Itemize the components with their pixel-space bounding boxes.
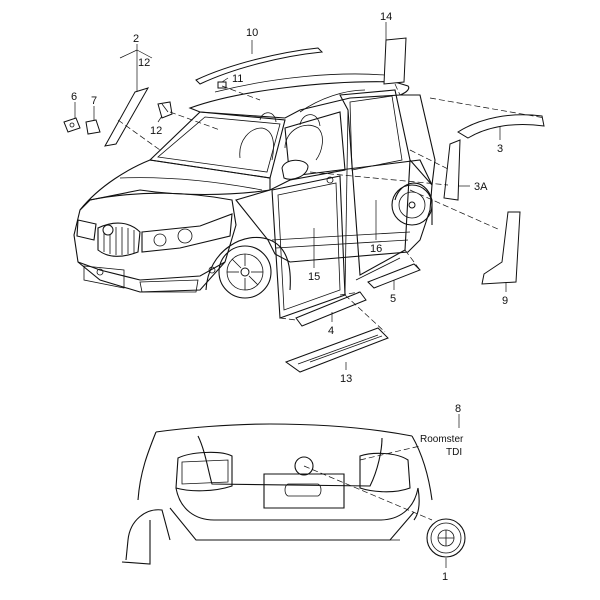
leader-lines	[74, 22, 507, 370]
rear-pillar	[400, 94, 436, 187]
callout-3a: 3A	[474, 181, 488, 193]
callout-4: 4	[328, 325, 334, 337]
callout-labels: 2 12 6 7 12 10 11 14 3 3A 9 16 15 5 4 13…	[71, 11, 508, 583]
callout-9: 9	[502, 295, 508, 307]
rear-wheel	[391, 182, 433, 226]
car-body-front	[73, 73, 433, 299]
part-10-roof-strip	[195, 47, 324, 85]
callout-2: 2	[133, 33, 139, 45]
part-3-roof-trim	[457, 114, 545, 139]
callout-6: 6	[71, 91, 77, 103]
callout-7: 7	[91, 95, 97, 107]
callout-13: 13	[340, 373, 352, 385]
callout-1: 1	[442, 571, 448, 583]
part-9-panel	[481, 211, 521, 285]
badge-text-line1: Roomster	[420, 434, 464, 445]
part-12-clip	[157, 101, 173, 119]
part-13-sill	[284, 327, 389, 373]
part-4-strip	[295, 291, 367, 327]
callout-11: 11	[232, 73, 243, 85]
placement-lines	[117, 83, 546, 333]
callout-12: 12	[150, 125, 162, 137]
leader-lines-rear	[445, 414, 460, 568]
rear-door	[339, 89, 411, 296]
callout-5: 5	[390, 293, 396, 305]
part-5-strip	[367, 263, 421, 289]
part-1-logo-badge	[426, 518, 466, 558]
part-2-pillar-trim	[104, 87, 150, 147]
callout-14: 14	[380, 11, 392, 23]
part-7-clip	[85, 119, 101, 135]
car-rear-view	[121, 423, 433, 565]
callout-8: 8	[455, 403, 461, 415]
placement-lines-rear	[303, 445, 433, 521]
part-6-screw	[63, 117, 81, 133]
callout-15: 15	[308, 271, 320, 283]
callout-16: 16	[370, 243, 382, 255]
badge-text-line2: TDI	[446, 447, 462, 458]
front-door	[271, 175, 346, 319]
callout-10: 10	[246, 27, 258, 39]
callout-3: 3	[497, 143, 503, 155]
part-14-pillar-cover	[383, 37, 407, 85]
part-3a-trim	[443, 139, 461, 201]
callout-12-top: 12	[138, 57, 150, 69]
